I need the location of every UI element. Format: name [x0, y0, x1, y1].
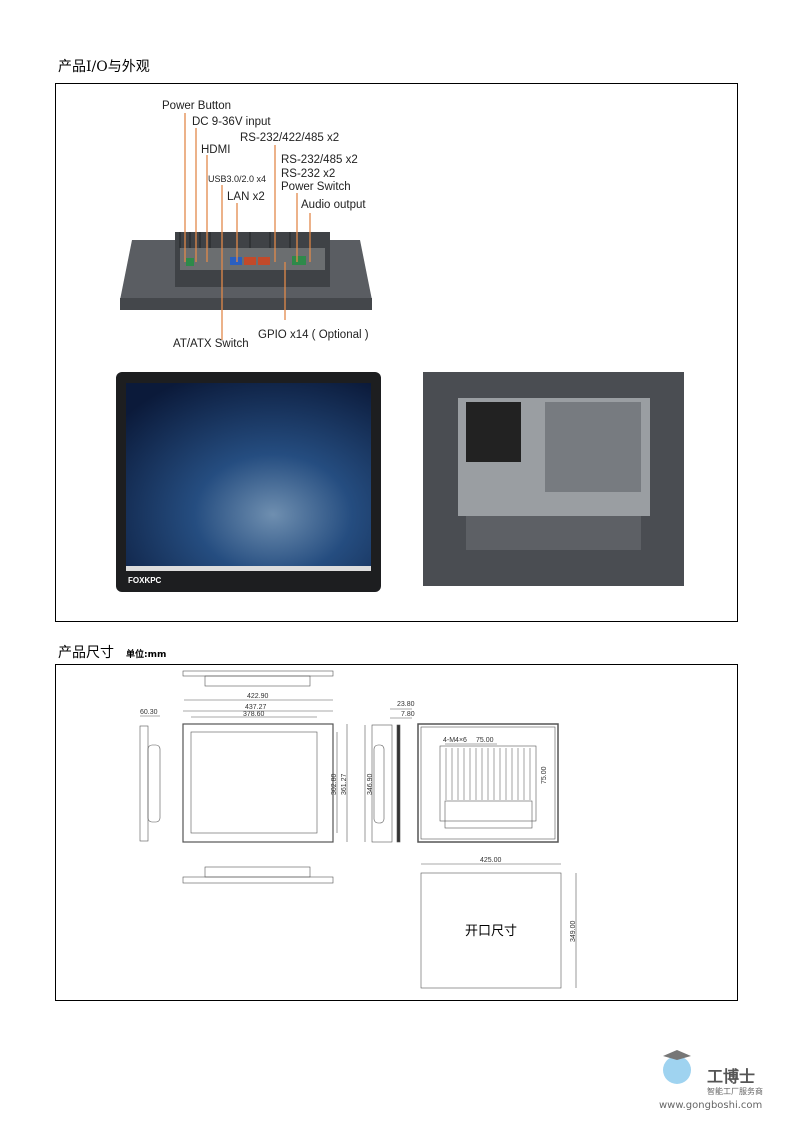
dim-side-height: 346.90 — [367, 773, 374, 795]
panel-io-view — [120, 232, 372, 310]
dim-depth: 60.30 — [140, 709, 158, 716]
dim-cutout-width: 425.00 — [480, 857, 502, 864]
dim-side-depth: 23.80 — [397, 701, 415, 708]
label-usb: USB3.0/2.0 x4 — [208, 174, 266, 184]
back-vents — [445, 748, 531, 800]
logo-name: 工博士 — [707, 1067, 755, 1086]
dim-inner-width: 378.60 — [243, 711, 265, 718]
logo-url: www.gongboshi.com — [659, 1100, 762, 1111]
logo-tagline: 智能工厂服务商 — [707, 1086, 763, 1096]
label-rs232-485: RS-232/485 x2 — [281, 154, 358, 166]
back-view-image — [423, 372, 684, 586]
dim-cutout-height: 349.00 — [570, 920, 577, 942]
label-audio: Audio output — [301, 199, 366, 211]
callout-lines — [184, 113, 311, 340]
bottom-view — [182, 866, 334, 884]
cutout-label: 开口尺寸 — [465, 924, 517, 939]
dim-vesa-v: 75.00 — [541, 766, 548, 784]
gongboshi-logo: 工博士 智能工厂服务商 www.gongboshi.com — [655, 1040, 785, 1115]
dim-vesa-h: 75.00 — [476, 737, 494, 744]
dim-outer-height: 361.27 — [341, 773, 348, 795]
mascot-icon — [663, 1056, 691, 1084]
dim-side-depth2: 7.80 — [401, 711, 415, 718]
section-title-dimensions: 产品尺寸 单位:mm — [58, 642, 166, 662]
dim-vesa-screw: 4-M4×6 — [443, 737, 467, 744]
dimensions-title: 产品尺寸 — [58, 645, 114, 661]
dim-outer-width: 437.27 — [245, 704, 267, 711]
label-dc-input: DC 9-36V input — [192, 116, 271, 128]
label-power-button: Power Button — [162, 100, 231, 112]
unit-label: 单位:mm — [126, 650, 167, 660]
label-rs232-422-485: RS-232/422/485 x2 — [240, 132, 339, 144]
io-appearance-box — [55, 83, 738, 622]
dim-top-width: 422.90 — [247, 693, 269, 700]
label-hdmi: HDMI — [201, 144, 230, 156]
section-title-io: 产品I/O与外观 — [58, 59, 150, 75]
brand-label: FOXKPC — [128, 576, 162, 585]
label-at-atx: AT/ATX Switch — [173, 338, 249, 350]
dim-screen-height: 302.80 — [331, 773, 338, 795]
label-rs232: RS-232 x2 — [281, 168, 335, 180]
front-view-image: FOXKPC — [116, 372, 381, 592]
label-gpio: GPIO x14 ( Optional ) — [258, 329, 369, 341]
label-power-switch: Power Switch — [281, 181, 351, 193]
dimensions-box — [55, 664, 738, 1001]
label-lan: LAN x2 — [227, 191, 265, 203]
